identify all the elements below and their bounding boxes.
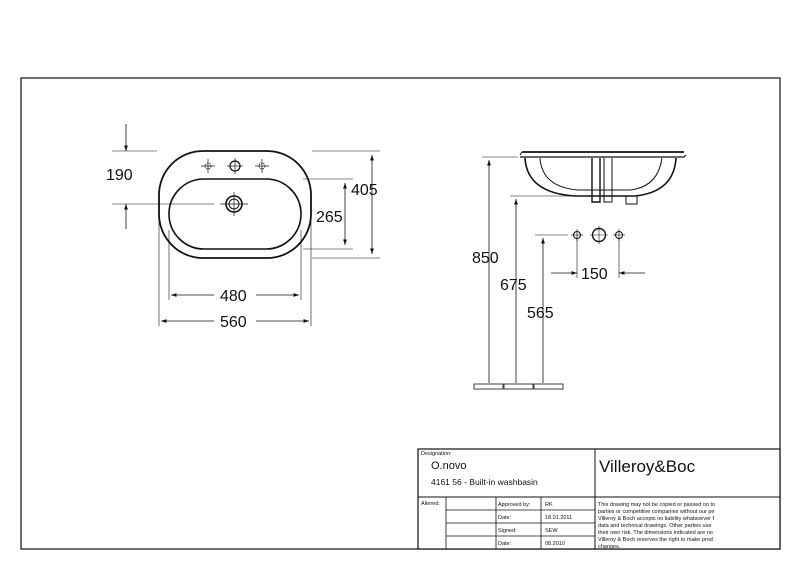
side-view: 850 675 565 150 [472, 151, 687, 390]
brand-name: Villeroy&Boc [599, 457, 696, 476]
drain-icon [220, 192, 248, 216]
notice-line: This drawing may not be copied or passed… [598, 502, 715, 508]
optional-tap-hole-right-icon [255, 159, 269, 173]
date-value: 18.01.2011 [545, 515, 572, 521]
notice-line: their own risk. The dimensions indicated… [598, 530, 713, 536]
basin-outer-outline [158, 150, 312, 259]
date2-value: 08.2010 [545, 541, 565, 547]
designation-label: Designation: [421, 451, 452, 457]
dim-560-label: 560 [220, 314, 247, 331]
notice-line: changes. [598, 544, 621, 550]
dim-190-label: 190 [106, 167, 133, 184]
title-block: Designation: O.novo 4161 56 - Built-in w… [417, 448, 781, 550]
basin-inner-bowl [168, 178, 302, 250]
tap-hole-icon [227, 158, 243, 174]
optional-tap-hole-left-icon [201, 159, 215, 173]
dim-405-label: 405 [351, 182, 378, 199]
notice-line: Villeroy & Boch reserves the right to ma… [598, 537, 713, 543]
approved-label: Approved by: [498, 502, 531, 508]
notice-line: data and technical drawings. Other parti… [598, 523, 711, 529]
altered-label: Altered: [421, 501, 440, 507]
top-view: 190 265 405 480 560 [106, 124, 380, 331]
date-label: Date: [498, 515, 512, 521]
dim-265-label: 265 [316, 209, 343, 226]
waste-outlet-icon [590, 226, 608, 244]
dim-565-label: 565 [527, 305, 554, 322]
signed-value: SEW [545, 528, 558, 534]
drawing-frame [20, 77, 781, 550]
notice-line: Villeroy & Boch accepts no liability wha… [598, 516, 715, 522]
approved-value: RK [545, 502, 553, 508]
dim-150-label: 150 [581, 266, 608, 283]
date2-label: Date: [498, 541, 512, 547]
signed-label: Signed: [498, 528, 517, 534]
dim-850-label: 850 [472, 250, 499, 267]
product-name: O.novo [431, 460, 466, 472]
dim-480-label: 480 [220, 288, 247, 305]
floor-mark-1 [473, 383, 504, 390]
notice-line: parties or competitive companies without… [598, 509, 714, 515]
product-code: 4161 56 - Built-in washbasin [431, 477, 538, 487]
floor-mark-3 [533, 383, 564, 390]
floor-mark-2 [503, 383, 534, 390]
dim-675-label: 675 [500, 277, 527, 294]
